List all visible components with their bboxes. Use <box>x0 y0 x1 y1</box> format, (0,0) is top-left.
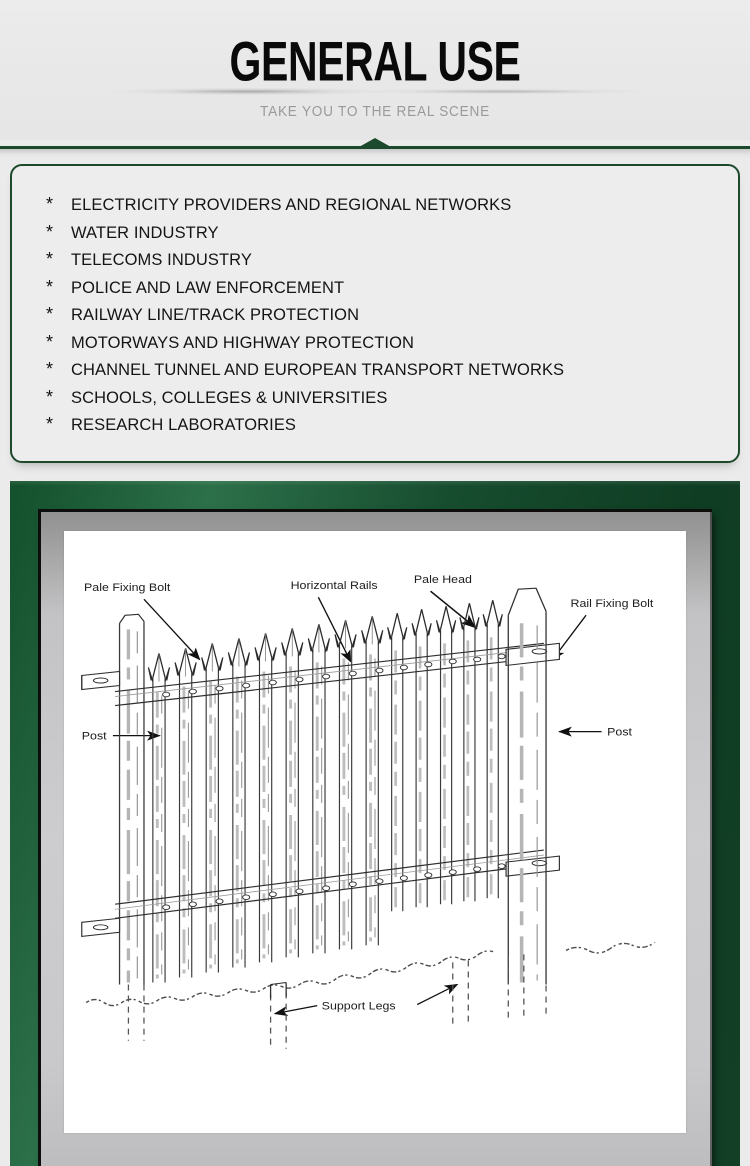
bullet-star-icon: * <box>46 304 54 324</box>
bullet-star-icon: * <box>46 194 54 214</box>
bullet-star-icon: * <box>46 331 54 352</box>
applications-card: * ELECTRICITY PROVIDERS AND REGIONAL NET… <box>10 164 740 463</box>
diagram-frame-mat: Pale Fixing Bolt Horizontal Rails Pale H… <box>38 509 712 1166</box>
bullet-star-icon: * <box>46 414 54 434</box>
ground-line-right <box>565 941 656 954</box>
list-item: * RAILWAY LINE/TRACK PROTECTION <box>12 304 738 325</box>
list-item-label: RESEARCH LABORATORIES <box>71 415 297 434</box>
title-reflection-decoration <box>112 88 638 95</box>
divider-line <box>0 146 750 149</box>
bullet-star-icon: * <box>46 386 54 407</box>
ground-line <box>85 950 496 1007</box>
bullet-star-icon: * <box>46 221 54 242</box>
list-item-label: CHANNEL TUNNEL AND EUROPEAN TRANSPORT NE… <box>71 360 565 379</box>
label-horizontal-rails: Horizontal Rails <box>291 579 378 592</box>
list-item-label: POLICE AND LAW ENFORCEMENT <box>71 277 345 297</box>
list-item-label: SCHOOLS, COLLEGES & UNIVERSITIES <box>71 387 388 407</box>
list-item: * TELECOMS INDUSTRY <box>12 249 738 270</box>
list-item: * CHANNEL TUNNEL AND EUROPEAN TRANSPORT … <box>12 359 738 380</box>
page-header: GENERAL USE TAKE YOU TO THE REAL SCENE <box>0 0 750 140</box>
list-item: * SCHOOLS, COLLEGES & UNIVERSITIES <box>12 387 738 408</box>
applications-section: * ELECTRICITY PROVIDERS AND REGIONAL NET… <box>0 152 750 463</box>
horizontal-rail-lower <box>115 849 560 919</box>
divider-peak-icon <box>359 138 391 147</box>
bullet-star-icon: * <box>46 249 54 269</box>
diagram-frame: Pale Fixing Bolt Horizontal Rails Pale H… <box>10 481 740 1166</box>
palisade-fence-drawing: Pale Fixing Bolt Horizontal Rails Pale H… <box>64 531 686 1133</box>
label-pale-head: Pale Head <box>414 573 472 586</box>
label-post-right: Post <box>607 725 633 738</box>
list-item: * ELECTRICITY PROVIDERS AND REGIONAL NET… <box>12 194 738 215</box>
support-leg-stubs <box>269 981 287 999</box>
page-subtitle: TAKE YOU TO THE REAL SCENE <box>260 104 490 120</box>
list-item-label: TELECOMS INDUSTRY <box>71 250 252 269</box>
list-item: * MOTORWAYS AND HIGHWAY PROTECTION <box>12 332 738 353</box>
horizontal-rail-upper <box>115 642 544 707</box>
list-item: * POLICE AND LAW ENFORCEMENT <box>12 277 738 298</box>
bullet-star-icon: * <box>46 359 54 379</box>
fence-diagram-image: Pale Fixing Bolt Horizontal Rails Pale H… <box>64 531 686 1133</box>
label-pale-fixing-bolt: Pale Fixing Bolt <box>84 581 171 594</box>
list-item: * RESEARCH LABORATORIES <box>12 414 738 435</box>
leader-support-legs-right <box>416 983 459 1006</box>
label-support-legs: Support Legs <box>322 999 396 1012</box>
leader-pale-fixing-bolt <box>143 598 201 661</box>
divider-shadow-decoration <box>0 149 750 159</box>
post-right <box>507 587 547 985</box>
list-item-label: WATER INDUSTRY <box>71 222 219 242</box>
leader-pale-head <box>430 590 477 629</box>
list-item-label: RAILWAY LINE/TRACK PROTECTION <box>71 305 360 324</box>
header-divider <box>0 138 750 159</box>
list-item: * WATER INDUSTRY <box>12 222 738 243</box>
leader-horizontal-rails <box>317 596 352 663</box>
label-post-left: Post <box>82 729 108 742</box>
list-item-label: MOTORWAYS AND HIGHWAY PROTECTION <box>71 332 415 352</box>
bullet-star-icon: * <box>46 276 54 297</box>
support-legs <box>127 952 547 1049</box>
leader-support-legs-left <box>273 1004 318 1017</box>
label-rail-fixing-bolt: Rail Fixing Bolt <box>570 597 654 610</box>
list-item-label: ELECTRICITY PROVIDERS AND REGIONAL NETWO… <box>71 195 512 214</box>
page-title: GENERAL USE <box>229 30 521 93</box>
